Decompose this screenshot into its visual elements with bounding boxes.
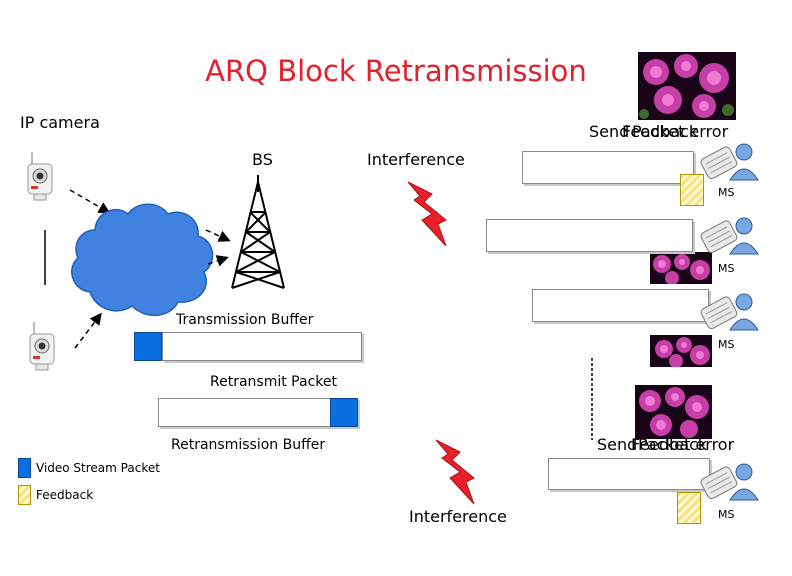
lightning-icon-top — [407, 181, 447, 247]
user-icon-3 — [699, 293, 759, 331]
ms-buffer-2 — [486, 219, 693, 252]
cloud-arrow-1 — [205, 229, 231, 242]
user-icon-4 — [699, 463, 759, 501]
user-icon-1 — [699, 143, 759, 181]
video-packet-transmission — [134, 332, 162, 361]
video-packet-retransmit — [330, 398, 358, 427]
ms-buffer-1 — [522, 151, 694, 184]
retransmission-buffer-label: Retransmission Buffer — [171, 437, 326, 453]
ms-label-3: MS — [718, 338, 735, 351]
diagram-title: ARQ Block Retransmission — [205, 54, 587, 88]
ms-label-4: MS — [718, 508, 735, 521]
camera-arrow-1 — [69, 189, 111, 214]
cloud-arrow-2 — [207, 255, 229, 267]
bs-tower-icon — [231, 175, 285, 289]
ip-camera-label: IP camera — [20, 113, 100, 132]
interference-top-label: Interference — [367, 150, 465, 169]
flower-photo-top — [638, 52, 736, 120]
bs-label: BS — [252, 150, 273, 169]
ip-camera-icon-1 — [27, 151, 53, 201]
user-icon-2 — [699, 217, 759, 255]
legend-feedback-label: Feedback — [36, 488, 94, 502]
interference-bottom-label: Interference — [409, 507, 507, 526]
ip-camera-icon-2 — [29, 321, 55, 371]
transmission-buffer-label: Transmission Buffer — [176, 312, 314, 328]
send-label-top: Send — [589, 122, 630, 141]
transmission-buffer — [162, 332, 362, 361]
feedback-packet-2 — [677, 492, 701, 524]
network-cloud — [71, 203, 214, 316]
legend-feedback-swatch — [18, 485, 31, 505]
packet-error-label-bottom: Packet error — [638, 435, 735, 454]
ms-label-1: MS — [718, 186, 735, 199]
send-label-bottom: Send — [597, 435, 638, 454]
packet-error-label-top: Packet error — [632, 122, 729, 141]
retransmission-buffer — [158, 398, 358, 427]
retransmit-packet-label: Retransmit Packet — [210, 374, 337, 390]
feedback-label-bottom: Feedback — [631, 435, 708, 454]
ms-buffer-3 — [532, 289, 709, 322]
legend-video-packet-swatch — [18, 458, 31, 478]
flower-photo-mid1 — [650, 252, 712, 284]
camera-arrow-2 — [74, 312, 102, 349]
feedback-label-top: Feedback — [622, 122, 699, 141]
flower-photo-bottom — [635, 385, 712, 439]
feedback-packet-1 — [680, 174, 704, 206]
ms-label-2: MS — [718, 262, 735, 275]
ms-buffer-4 — [548, 458, 710, 490]
legend-video-packet-label: Video Stream Packet — [36, 461, 160, 475]
lightning-icon-bottom — [435, 439, 475, 505]
flower-photo-mid2 — [650, 335, 712, 367]
